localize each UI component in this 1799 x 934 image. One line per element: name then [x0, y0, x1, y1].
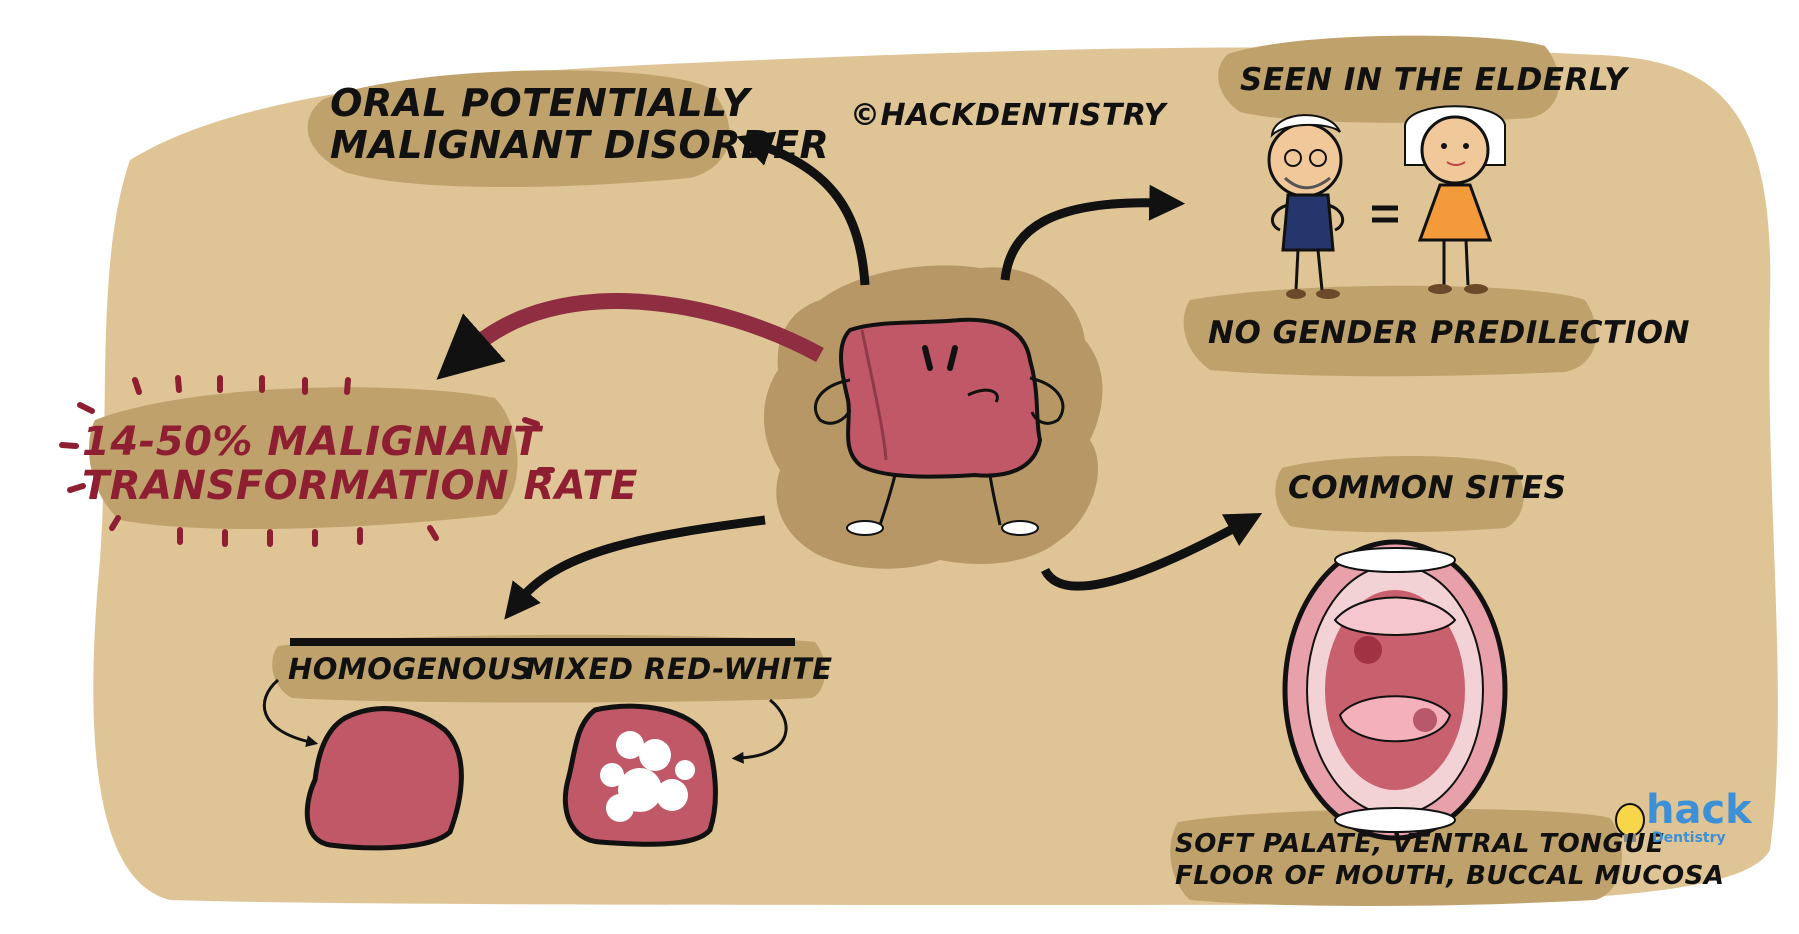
- sites-label-blob: [1275, 456, 1524, 533]
- arrow-to-elderly: [1000, 184, 1186, 281]
- gender-label-blob: [1183, 285, 1597, 377]
- logo-sub: Dentistry: [1652, 830, 1726, 846]
- homogenous-lesion: [304, 706, 464, 851]
- opmd-label-line2: MALIGNANT DISORDER: [330, 123, 830, 167]
- sites-description-line1: SOFT PALATE, VENTRAL TONGUE: [1175, 829, 1665, 859]
- arrow-to-mixed: [731, 698, 788, 764]
- copyright-text: ©HACKDENTISTRY: [850, 98, 1166, 133]
- sites-description-line2: FLOOR OF MOUTH, BUCCAL MUCOSA: [1175, 861, 1725, 891]
- elderly-label-blob: [1218, 35, 1560, 123]
- opmd-label-line1: ORAL POTENTIALLY: [330, 81, 750, 125]
- arrow-to-rate: [436, 293, 824, 380]
- arrow-to-types: [504, 515, 766, 620]
- arrow-to-opmd: [736, 131, 870, 286]
- logo-bulb-icon: [1615, 803, 1645, 842]
- elderly-woman-figure: [1404, 105, 1506, 294]
- mouth-illustration: [1282, 539, 1508, 841]
- lesion-character: [813, 317, 1065, 536]
- mixed-red-white-lesion: [562, 703, 718, 847]
- elderly-label: SEEN IN THE ELDERLY: [1240, 62, 1628, 98]
- hack-dentistry-logo: hack Dentistry: [1646, 790, 1756, 846]
- homogenous-label: HOMOGENOUS: [288, 652, 533, 686]
- arrow-to-sites: [1040, 513, 1263, 591]
- equals-sign: [1372, 205, 1398, 223]
- types-label-blob: [272, 634, 826, 703]
- mixed-red-white-label: MIXED RED-WHITE: [525, 652, 833, 686]
- elderly-man-figure: [1267, 114, 1345, 299]
- rate-label-blob: [88, 387, 518, 530]
- logo-word: hack: [1646, 787, 1752, 833]
- arrow-to-homogenous: [262, 678, 319, 748]
- sites-description: SOFT PALATE, VENTRAL TONGUE FLOOR OF MOU…: [1175, 828, 1725, 892]
- gender-label: NO GENDER PREDILECTION: [1208, 315, 1690, 351]
- opmd-label: ORAL POTENTIALLY MALIGNANT DISORDER: [330, 81, 830, 167]
- sites-desc-blob: [1170, 808, 1622, 906]
- opmd-label-blob: [307, 70, 730, 188]
- rate-label: 14-50% MALIGNANT TRANSFORMATION RATE: [82, 419, 639, 509]
- rate-label-line2: TRANSFORMATION RATE: [82, 463, 639, 509]
- rate-sunburst: [59, 375, 555, 547]
- rate-label-line1: 14-50% MALIGNANT: [82, 419, 542, 465]
- sites-title: COMMON SITES: [1288, 470, 1567, 506]
